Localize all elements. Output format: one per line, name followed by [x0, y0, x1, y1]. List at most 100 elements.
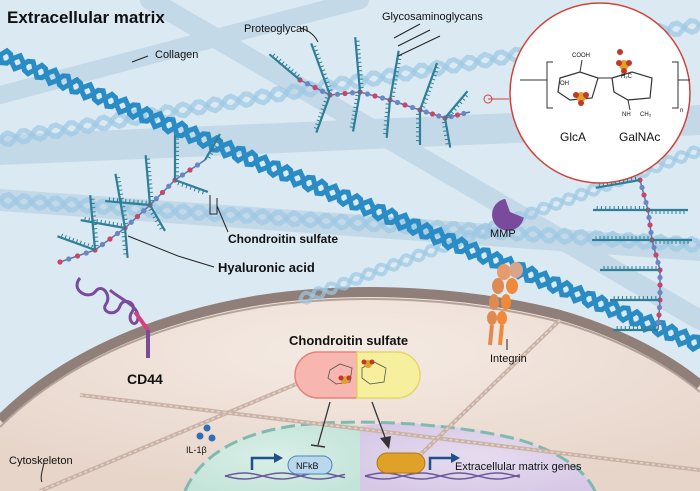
nucleus-right — [360, 423, 595, 491]
gag-bristle — [150, 211, 155, 215]
gag-bristle — [108, 221, 111, 226]
core-bead — [448, 113, 454, 120]
gag-bristle — [116, 222, 119, 227]
core-bead — [153, 196, 159, 202]
nfkb-box — [287, 455, 333, 475]
mmp-enzyme — [492, 198, 524, 231]
gag-bristle — [447, 114, 452, 118]
gag-bristle — [428, 86, 433, 89]
gag-bristle — [104, 220, 107, 225]
gag-bristle — [321, 69, 326, 72]
gag-bristle — [121, 205, 126, 208]
gag-bristle — [323, 100, 328, 103]
gag-bristle — [319, 111, 324, 115]
core-bead — [194, 162, 201, 168]
core-bead — [114, 230, 121, 237]
gag-bristle — [284, 63, 288, 68]
gag-bristle — [392, 87, 397, 89]
gag-bristle — [154, 219, 159, 223]
core-bead — [657, 289, 663, 296]
core-bead — [423, 109, 429, 115]
label-cytoskeleton: Cytoskeleton — [9, 455, 73, 467]
gag-bristle — [116, 180, 121, 183]
il1b-molecules — [196, 424, 216, 442]
label-integrin: Integrin — [490, 353, 527, 365]
gag-bristle — [443, 130, 448, 132]
gag-bristle — [424, 97, 429, 101]
cytoskeleton-fibers — [39, 318, 700, 491]
core-bead — [83, 250, 89, 256]
gag-bristle — [355, 94, 360, 97]
label-glycosaminoglycans: Glycosaminoglycans — [382, 11, 483, 23]
gag-bristle — [395, 66, 400, 69]
core-bead — [372, 93, 378, 99]
core-bead — [141, 208, 147, 214]
gag-bristle — [119, 197, 124, 200]
core-bead — [402, 102, 408, 108]
gag-bristle — [445, 142, 450, 145]
gag-bristle — [434, 70, 439, 73]
gag-bristle — [197, 188, 201, 193]
core-bead — [461, 110, 467, 117]
gag-bristle — [83, 241, 86, 247]
cytoskeleton-fiber-detail — [419, 319, 561, 456]
core-bead — [656, 312, 662, 318]
gag-bristle — [64, 235, 67, 240]
gag-chain — [80, 219, 126, 230]
gag-bristle — [278, 58, 282, 63]
inset-galnac-label: GalNAc — [619, 130, 660, 144]
gag-bristle — [116, 176, 121, 179]
collagen-strand — [0, 47, 700, 353]
gag-bristle — [201, 190, 205, 195]
core-bead — [304, 81, 311, 87]
gag-bristle — [84, 216, 86, 221]
nfkb-promoter-arrow — [250, 456, 275, 470]
inset-cooh: COOH — [572, 53, 590, 59]
inhibit-line — [317, 401, 331, 446]
gag-bristle — [68, 236, 71, 241]
gag-bristle — [450, 110, 455, 115]
core-bead — [134, 213, 141, 220]
gag-bristle — [122, 214, 127, 216]
core-bead — [342, 90, 348, 97]
gag-bristle — [316, 57, 321, 60]
gag-bristle — [90, 244, 94, 249]
gag-bristle — [315, 123, 320, 126]
collagen-strand — [0, 191, 700, 254]
core-bead — [655, 319, 662, 326]
core-bead — [655, 259, 661, 266]
gag-bristle — [351, 114, 356, 117]
gag-bristle — [352, 110, 357, 113]
gag-chain — [310, 42, 332, 96]
gag-bristle — [320, 108, 325, 111]
chondroitin-sulfate-capsule — [294, 351, 421, 399]
gag-bristle — [317, 115, 322, 119]
gag-bristle — [464, 94, 469, 98]
gag-bristle — [425, 93, 430, 97]
gag-bristle — [112, 221, 115, 226]
gag-bristle — [422, 101, 427, 105]
gag-bristle — [392, 83, 397, 85]
core-bead — [647, 222, 653, 228]
label-hyaluronic-acid: Hyaluronic acid — [218, 260, 315, 275]
gag-bristle — [152, 215, 157, 219]
gag-bristle — [394, 74, 399, 77]
core-bead — [334, 91, 341, 97]
cell-membrane-inner — [0, 298, 700, 428]
gag-bristle — [275, 56, 279, 60]
dna-strand — [364, 472, 521, 480]
ecm-gene-box — [376, 452, 426, 474]
gag-bristle — [421, 105, 426, 108]
core-bead — [319, 88, 326, 94]
gag-chain — [149, 204, 166, 232]
gag-bristle — [296, 74, 300, 78]
gag-bristle — [458, 100, 463, 105]
gag-bristle — [215, 141, 220, 144]
gag-bristle — [453, 107, 457, 111]
gag-chain — [443, 117, 452, 148]
cytoskeleton-fiber-detail — [79, 394, 700, 471]
gag-bristle — [71, 237, 75, 242]
ecm-promoter-arrowhead — [451, 453, 460, 463]
gag-chain — [204, 133, 221, 161]
